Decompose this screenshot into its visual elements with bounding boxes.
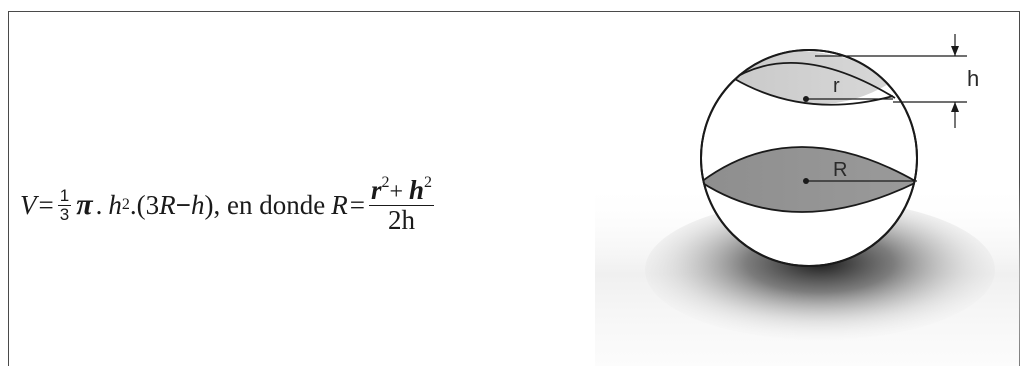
formula-equals: = (38, 189, 54, 220)
fraction-R-denominator: 2h (386, 206, 417, 234)
formula-R-def: R (331, 189, 348, 220)
fraction-R-definition: r2+ h2 2h (368, 173, 435, 235)
denominator-2h: 2h (387, 204, 415, 235)
numerator-h-exponent: 2 (424, 173, 433, 191)
formula-h-inner: h (190, 189, 205, 220)
formula-dot: . (95, 189, 103, 220)
cap-base-upper-arc (727, 61, 896, 99)
fraction-denominator: 3 (59, 204, 70, 224)
dimension-arrow-down (951, 46, 959, 56)
pi-symbol: π (76, 188, 93, 221)
formula-R: R (159, 189, 176, 220)
formula-minus: − (175, 189, 191, 220)
formula-text-en-donde: ), en donde (204, 189, 326, 220)
numerator-plus: + (389, 178, 409, 205)
numerator-h: h (409, 174, 425, 205)
fraction-one-third: 1 3 (57, 185, 72, 224)
numerator-r: r (370, 174, 382, 205)
label-h: h (967, 66, 979, 91)
fraction-numerator: 1 (59, 185, 70, 205)
formula-V: V (20, 189, 37, 220)
label-r: r (833, 75, 840, 97)
fraction-R-numerator: r2+ h2 (369, 173, 434, 205)
sphere-cap-diagram: r R h (595, 12, 1020, 366)
cap-base-lower-arc (732, 77, 894, 106)
formula-equals-2: = (349, 189, 365, 220)
sphere-diagram-svg: r R h (595, 34, 1020, 366)
fraction-bar (57, 204, 72, 206)
great-circle-section (701, 146, 917, 213)
fraction-R-bar (368, 204, 435, 206)
dimension-arrow-up (951, 102, 959, 112)
formula-h: h (108, 189, 122, 220)
label-R: R (833, 159, 847, 181)
formula-dot-paren: .(3 (129, 189, 160, 220)
numerator-r-exponent: 2 (381, 173, 390, 191)
sphere-outline-front (700, 49, 918, 267)
